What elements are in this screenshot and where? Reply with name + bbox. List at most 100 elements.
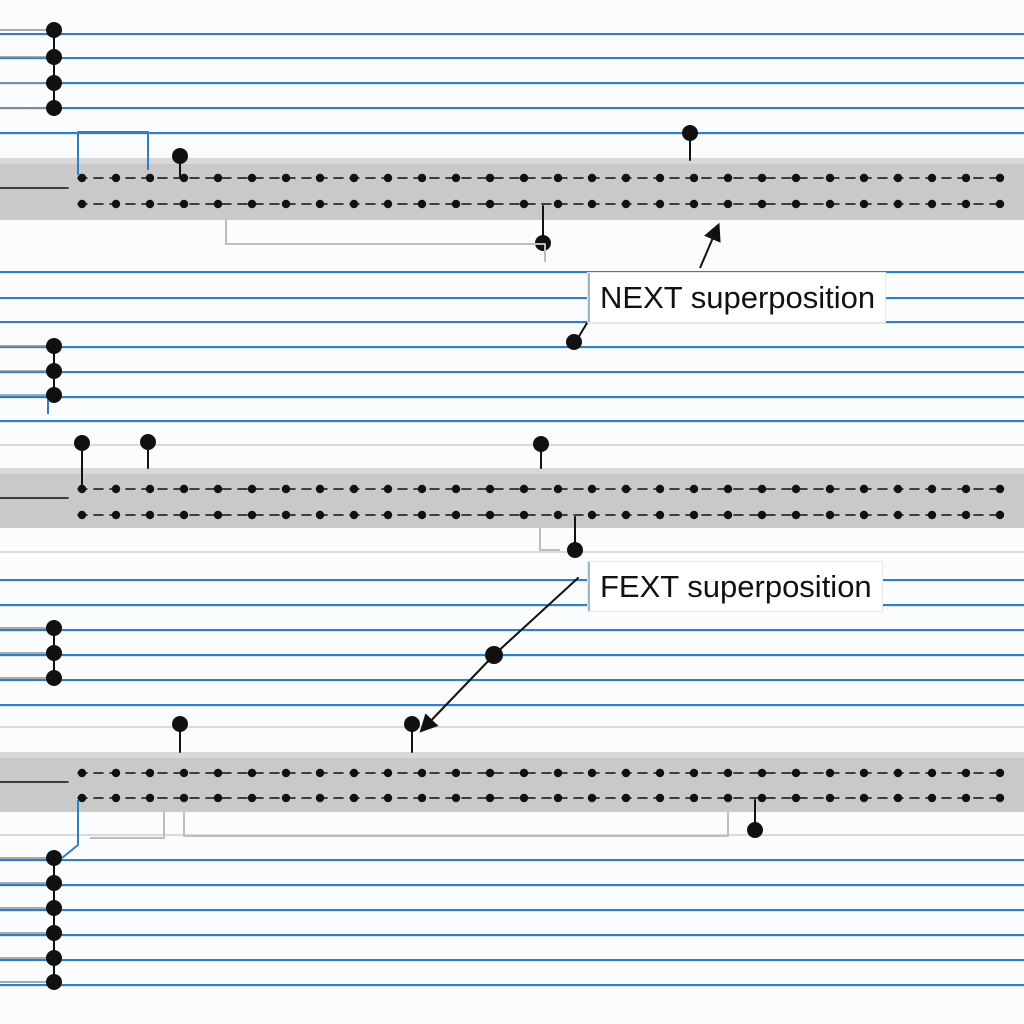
row-node-dot: [689, 793, 699, 803]
row-node-dot: [315, 173, 325, 183]
row-node-dot: [893, 793, 903, 803]
row-node-dot: [927, 484, 937, 494]
row-node-dot: [417, 768, 427, 778]
row-node-dot: [791, 768, 801, 778]
row-node-dot: [553, 199, 563, 209]
pin-head: [533, 436, 549, 452]
row-node-dot: [587, 173, 597, 183]
row-node-dot: [247, 199, 257, 209]
next-superposition-label: NEXT superposition: [588, 273, 886, 322]
row-node-dot: [893, 199, 903, 209]
row-node-dot: [859, 484, 869, 494]
row-node-dot: [451, 484, 461, 494]
row-node-dot: [451, 768, 461, 778]
row-node-dot: [315, 510, 325, 520]
row-node-dot: [655, 793, 665, 803]
row-node-dot: [689, 768, 699, 778]
row-node-dot: [247, 484, 257, 494]
pin-head: [74, 435, 90, 451]
row-node-dot: [587, 199, 597, 209]
row-node-dot: [383, 199, 393, 209]
row-node-dot: [179, 768, 189, 778]
row-node-dot: [621, 793, 631, 803]
next-arrow: [699, 222, 721, 269]
row-node-dot: [825, 768, 835, 778]
row-node-dot: [995, 793, 1005, 803]
row-node-dot: [485, 173, 495, 183]
row-node-dot: [77, 173, 87, 183]
pin-head: [172, 148, 188, 164]
row-node-dot: [179, 793, 189, 803]
row-node-dot: [961, 199, 971, 209]
gray-band-highlight: [0, 158, 1024, 164]
row-node-dot: [417, 793, 427, 803]
gray-bracket: [183, 812, 729, 837]
blue-bracket: [61, 800, 79, 859]
row-node-dot: [485, 510, 495, 520]
row-node-dot: [757, 484, 767, 494]
row-node-dot: [859, 510, 869, 520]
row-node-dot: [77, 768, 87, 778]
row-node-dot: [995, 199, 1005, 209]
row-node-dot: [519, 768, 529, 778]
gray-band: [0, 158, 1024, 220]
row-node-dot: [621, 199, 631, 209]
row-node-dot: [383, 484, 393, 494]
gray-band: [0, 752, 1024, 812]
row-node-dot: [451, 793, 461, 803]
row-node-dot: [757, 768, 767, 778]
row-node-dot: [417, 199, 427, 209]
row-node-dot: [927, 199, 937, 209]
row-node-dot: [553, 793, 563, 803]
row-node-dot: [315, 793, 325, 803]
row-node-dot: [349, 173, 359, 183]
pin-head: [140, 434, 156, 450]
row-node-dot: [655, 173, 665, 183]
row-node-dot: [247, 793, 257, 803]
row-node-dot: [791, 173, 801, 183]
row-node-dot: [111, 768, 121, 778]
row-node-dot: [825, 484, 835, 494]
gray-band-highlight: [0, 468, 1024, 474]
row-node-dot: [111, 793, 121, 803]
row-node-dot: [349, 768, 359, 778]
row-node-dot: [723, 793, 733, 803]
row-node-dot: [859, 173, 869, 183]
row-node-dot: [213, 793, 223, 803]
row-node-dot: [349, 199, 359, 209]
row-node-dot: [247, 173, 257, 183]
row-node-dot: [655, 768, 665, 778]
row-node-dot: [553, 484, 563, 494]
next-pointer-dot: [566, 334, 582, 350]
row-node-dot: [145, 173, 155, 183]
row-node-dot: [77, 793, 87, 803]
row-node-dot: [961, 173, 971, 183]
row-node-dot: [111, 199, 121, 209]
row-node-dot: [281, 199, 291, 209]
row-node-dot: [383, 768, 393, 778]
row-node-dot: [451, 173, 461, 183]
row-node-dot: [417, 173, 427, 183]
row-node-dot: [927, 510, 937, 520]
row-node-dot: [77, 510, 87, 520]
row-node-dot: [213, 484, 223, 494]
row-node-dot: [519, 484, 529, 494]
fext-arrow: [419, 654, 495, 733]
row-node-dot: [519, 793, 529, 803]
row-node-dot: [145, 510, 155, 520]
row-node-dot: [791, 199, 801, 209]
row-node-dot: [587, 484, 597, 494]
row-node-dot: [689, 173, 699, 183]
row-node-dot: [995, 768, 1005, 778]
row-node-dot: [655, 510, 665, 520]
row-node-dot: [961, 510, 971, 520]
row-node-dot: [281, 484, 291, 494]
row-node-dot: [995, 173, 1005, 183]
row-node-dot: [961, 793, 971, 803]
row-node-dot: [859, 199, 869, 209]
gray-bracket: [90, 812, 165, 839]
row-node-dot: [961, 484, 971, 494]
row-node-dot: [825, 793, 835, 803]
row-node-dot: [213, 768, 223, 778]
